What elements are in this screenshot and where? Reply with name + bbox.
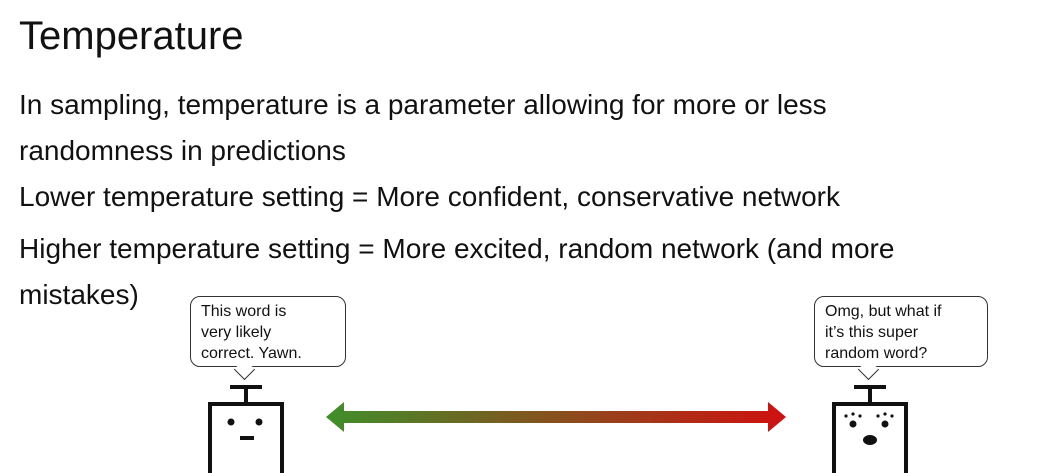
temperature-range-arrow [326, 402, 786, 432]
right-bubble-text: Omg, but what if it’s this super random … [825, 303, 942, 362]
calm-robot-icon [208, 385, 284, 473]
body-line-4: Higher temperature setting = More excite… [19, 233, 895, 264]
slide-title: Temperature [19, 14, 244, 58]
left-speech-bubble: This word is very likely correct. Yawn. [190, 296, 346, 367]
body-line-3: Lower temperature setting = More confide… [19, 181, 840, 212]
body-line-1: In sampling, temperature is a parameter … [19, 89, 827, 120]
left-bubble-text: This word is very likely correct. Yawn. [201, 303, 302, 362]
body-line-2: randomness in predictions [19, 135, 346, 166]
body-line-5: mistakes) [19, 279, 139, 310]
excited-robot-icon [832, 385, 908, 473]
right-speech-bubble: Omg, but what if it’s this super random … [814, 296, 988, 367]
